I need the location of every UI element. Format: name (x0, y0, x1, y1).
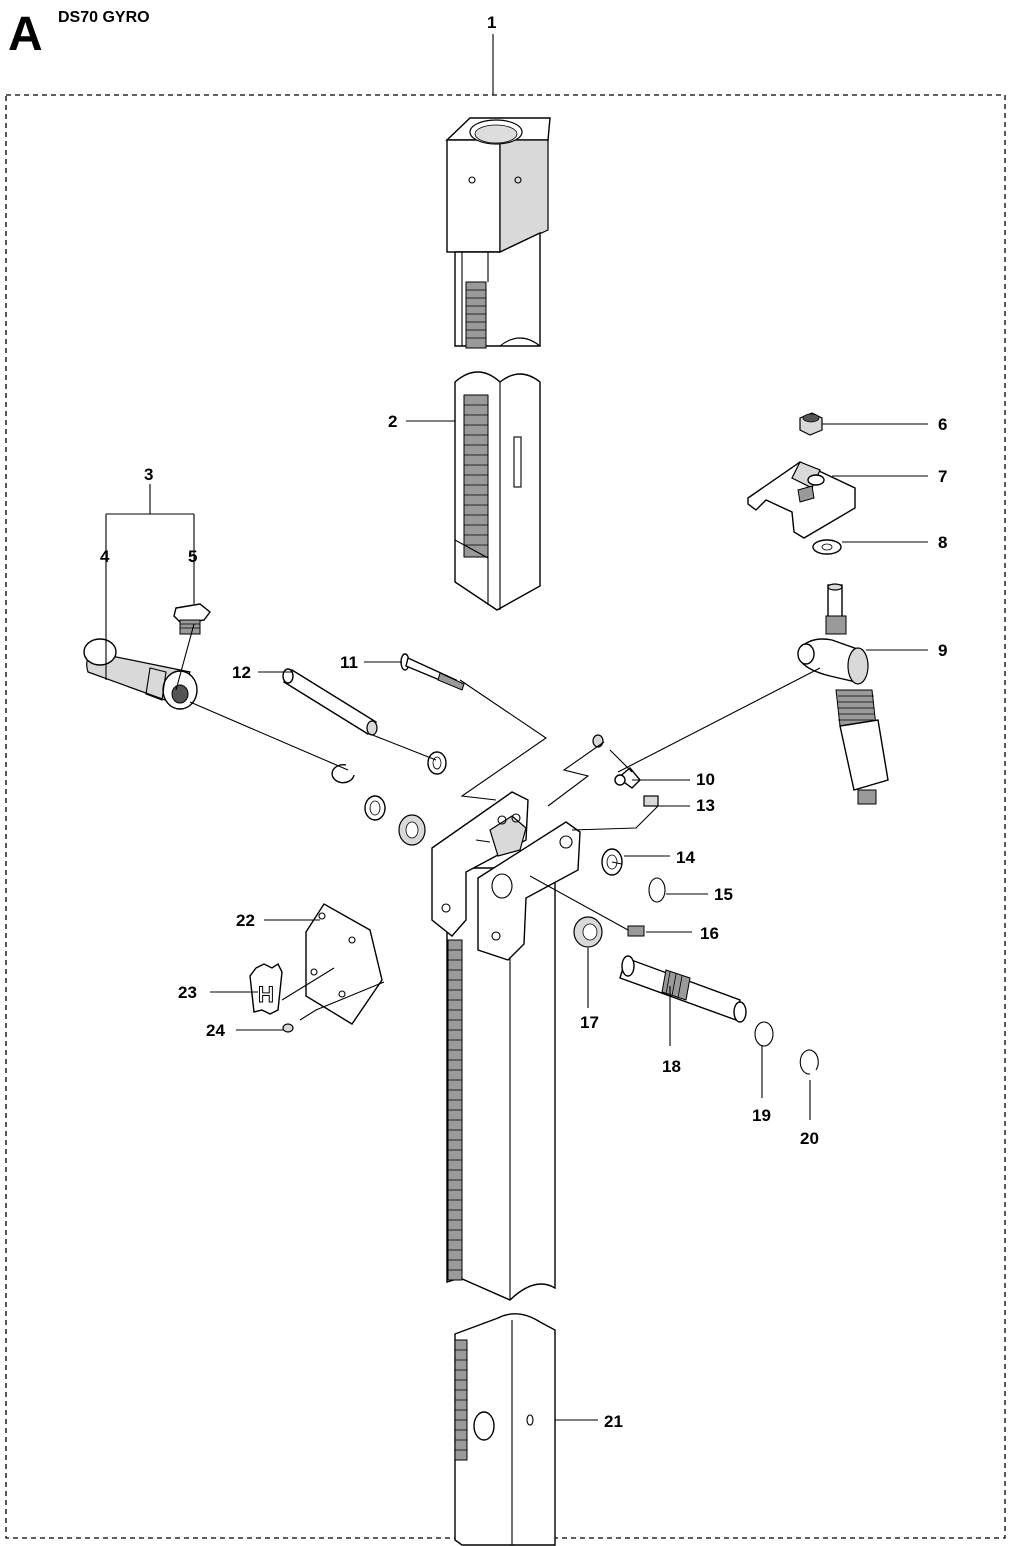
callout-11: 11 (340, 653, 358, 672)
callout-12: 12 (232, 663, 251, 682)
callout-3: 3 (144, 465, 153, 484)
model-title: DS70 GYRO (58, 9, 150, 26)
part-4-sleeve (83, 638, 198, 710)
part-9-threaded-rod (797, 583, 889, 805)
part-18-pinion-shaft (619, 955, 747, 1023)
callout-17: 17 (580, 1013, 599, 1032)
callout-14: 14 (676, 848, 695, 867)
callout-18: 18 (662, 1057, 681, 1076)
part-20-retaining-ring (799, 1049, 819, 1075)
part-17-bushing (573, 916, 603, 948)
part-2-column-rack (454, 371, 541, 611)
callout-13: 13 (696, 796, 715, 815)
part-12-pin (282, 668, 378, 736)
callout-23: 23 (178, 983, 197, 1002)
callout-5: 5 (188, 547, 197, 566)
part-16-screw (627, 925, 645, 937)
part-19-washer (754, 1021, 774, 1047)
callout-24: 24 (206, 1021, 225, 1040)
callout-9: 9 (938, 641, 947, 660)
part-1-column-top (445, 117, 551, 349)
callout-7: 7 (938, 467, 947, 486)
part-24-screw (282, 1023, 294, 1033)
callout-19: 19 (752, 1106, 771, 1125)
part-23-logo-badge: H (249, 962, 283, 1015)
bushing-left (398, 814, 426, 846)
part-8-washer (812, 539, 842, 555)
callout-2: 2 (388, 412, 397, 431)
callout-22: 22 (236, 911, 255, 930)
callout-8: 8 (938, 533, 947, 552)
washer-left (364, 795, 386, 821)
part-15-retaining-ring (648, 877, 666, 903)
washer-pin (427, 751, 447, 775)
part-13-pin (643, 795, 659, 807)
callout-15: 15 (714, 885, 733, 904)
svg-text:H: H (258, 982, 274, 1007)
callout-6: 6 (938, 415, 947, 434)
part-10-spring (592, 734, 641, 789)
callout-10: 10 (696, 770, 715, 789)
callout-4: 4 (100, 547, 110, 566)
part-22-cover-plate (305, 903, 383, 1025)
column-main (446, 867, 556, 1301)
carriage-housing (431, 791, 581, 961)
section-letter: A (8, 8, 43, 61)
callout-21: 21 (604, 1412, 623, 1431)
part-7-clamp-bracket (747, 461, 856, 539)
assembly-boundary (5, 94, 1006, 1539)
part-11-bolt (400, 653, 465, 691)
callout-20: 20 (800, 1129, 819, 1148)
part-21-column-bottom (454, 1313, 556, 1546)
part-6-nut (799, 412, 823, 436)
leader-lines (105, 34, 928, 1421)
callout-16: 16 (700, 924, 719, 943)
retaining-ring-left (331, 763, 355, 784)
callout-1: 1 (487, 13, 496, 32)
part-5-plug-screw (173, 603, 211, 635)
callout-labels: 1 2 3 4 5 6 7 8 9 10 11 12 13 14 15 16 1… (100, 13, 947, 1431)
